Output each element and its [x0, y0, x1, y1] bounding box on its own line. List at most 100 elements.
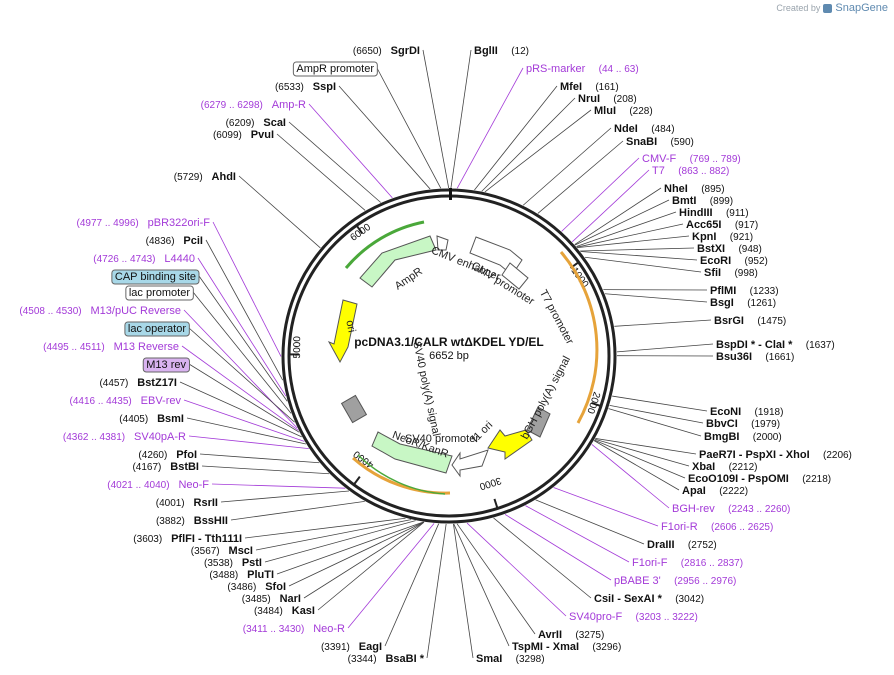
site-label-part: BmtI — [672, 195, 696, 207]
leader-line — [288, 121, 381, 203]
site-label-part: F1ori-F — [632, 557, 668, 569]
leader-line — [201, 465, 330, 475]
site-label-part — [203, 167, 212, 184]
site-label-part: (4977 .. 4996) — [76, 218, 138, 229]
site-label-part: F1ori-R — [661, 521, 698, 533]
site-label-part: KasI — [292, 605, 315, 617]
leader-line — [422, 49, 450, 189]
site-label: (3538) PstI — [204, 553, 262, 570]
tick-mark — [493, 498, 499, 509]
site-label-part: PflMI — [710, 285, 736, 297]
site-label-part: (3538) — [204, 558, 233, 569]
site-label-part: (228) — [629, 106, 652, 117]
site-label: lac operator — [128, 323, 186, 335]
site-label-part: TspMI - XmaI — [512, 641, 579, 653]
site-label-part: CsiI - SexAI * — [594, 593, 663, 605]
leader-line — [205, 239, 284, 381]
site-label-part — [715, 499, 728, 516]
leader-line — [376, 67, 442, 189]
ori-arrow — [327, 299, 358, 364]
leader-line — [197, 257, 287, 397]
leader-line — [525, 505, 630, 563]
site-label-part: SfoI — [265, 581, 286, 593]
site-label-part: BGH-rev — [672, 503, 715, 515]
site-label-part: (1661) — [765, 352, 794, 363]
site-label: F1ori-F (2816 .. 2837) — [632, 553, 743, 570]
site-label-part: MluI — [594, 105, 616, 117]
leader-line — [238, 175, 321, 249]
site-label: Bsu36I (1661) — [716, 347, 794, 364]
site-label: SV40pro-F (3203 .. 3222) — [569, 607, 698, 624]
site-label-part — [810, 445, 823, 462]
site-label-part — [734, 293, 747, 310]
site-label-part — [789, 469, 802, 486]
site-label-part: (3484) — [254, 606, 283, 617]
site-label-part: (6533) — [275, 82, 304, 93]
site-label-part: (4167) — [132, 462, 161, 473]
leader-line — [561, 157, 640, 232]
site-label: (3603) PflFI - Tth111I — [133, 529, 242, 546]
site-label: SfiI (998) — [704, 263, 758, 280]
leader-line — [230, 500, 365, 521]
site-label-part: (1918) — [755, 407, 784, 418]
site-label: PaeR7I - PspXI - XhoI (2206) — [699, 445, 852, 462]
site-label: (6650) SgrDI — [353, 41, 420, 58]
site-label-part: (2243 .. 2260) — [728, 504, 790, 515]
site-label-part — [125, 427, 134, 444]
site-label-part: (5729) — [174, 172, 203, 183]
site-label-part: (3296) — [592, 642, 621, 653]
site-label-part — [220, 541, 229, 558]
site-label: (4977 .. 4996) pBR322ori-F — [76, 213, 210, 230]
site-label-part: NarI — [280, 593, 301, 605]
site-label: PflMI (1233) — [710, 281, 779, 298]
label-box — [292, 61, 378, 77]
site-label-part: EBV-rev — [141, 395, 182, 407]
ampr-arrow — [359, 235, 437, 288]
tick-mark — [353, 476, 361, 486]
site-label-part — [585, 59, 598, 76]
site-label-part — [377, 649, 386, 666]
site-label-part — [283, 601, 292, 618]
site-label: (4405) BsmI — [119, 409, 184, 426]
site-label-part — [616, 101, 629, 118]
label-box — [111, 269, 200, 285]
site-label-part: (2212) — [729, 462, 758, 473]
site-label: (3485) NarI — [242, 589, 301, 606]
site-label-part: AmpR promoter — [296, 63, 374, 75]
site-label-part — [254, 113, 263, 130]
site-label-part: (3203 .. 3222) — [636, 612, 698, 623]
site-label: (3567) MscI — [191, 541, 253, 558]
site-label-part: BssHII — [194, 515, 228, 527]
leader-line — [212, 221, 282, 357]
sv40-promoter-arrow — [451, 449, 489, 478]
site-label: (3488) PluTI — [209, 565, 274, 582]
site-label-part — [185, 511, 194, 528]
plasmid-size: 6652 bp — [429, 350, 469, 362]
site-label-part — [706, 481, 719, 498]
cmv-promoter-arrow — [501, 262, 529, 290]
credit-brand: SnapGene — [835, 2, 888, 14]
site-label-part: (3298) — [516, 654, 545, 665]
site-label-part: (1261) — [747, 298, 776, 309]
site-label-part — [185, 493, 194, 510]
site-label-part: (2218) — [802, 474, 831, 485]
site-label-part: (2000) — [753, 432, 782, 443]
site-label-part — [600, 89, 613, 106]
site-label-part — [676, 149, 689, 166]
site-label: DraIII (2752) — [647, 535, 717, 552]
site-label-part: (44 .. 63) — [599, 64, 639, 75]
leader-line — [576, 211, 677, 247]
site-label-part: (4416 .. 4435) — [69, 396, 131, 407]
ampr-promoter-arrow — [436, 235, 449, 251]
leader-line — [183, 399, 305, 442]
site-label-part: (952) — [745, 256, 768, 267]
leader-line — [456, 67, 524, 189]
snapgene-credit: Created by SnapGene — [776, 2, 888, 14]
site-label-part: PluTI — [247, 569, 274, 581]
site-label: XbaI (2212) — [692, 457, 757, 474]
site-label: lac promoter — [129, 287, 190, 299]
site-label-part — [792, 335, 805, 352]
site-label: (3411 .. 3430) Neo-R — [243, 619, 345, 636]
site-label: BmgBI (2000) — [704, 427, 782, 444]
site-label: MfeI (161) — [560, 77, 619, 94]
